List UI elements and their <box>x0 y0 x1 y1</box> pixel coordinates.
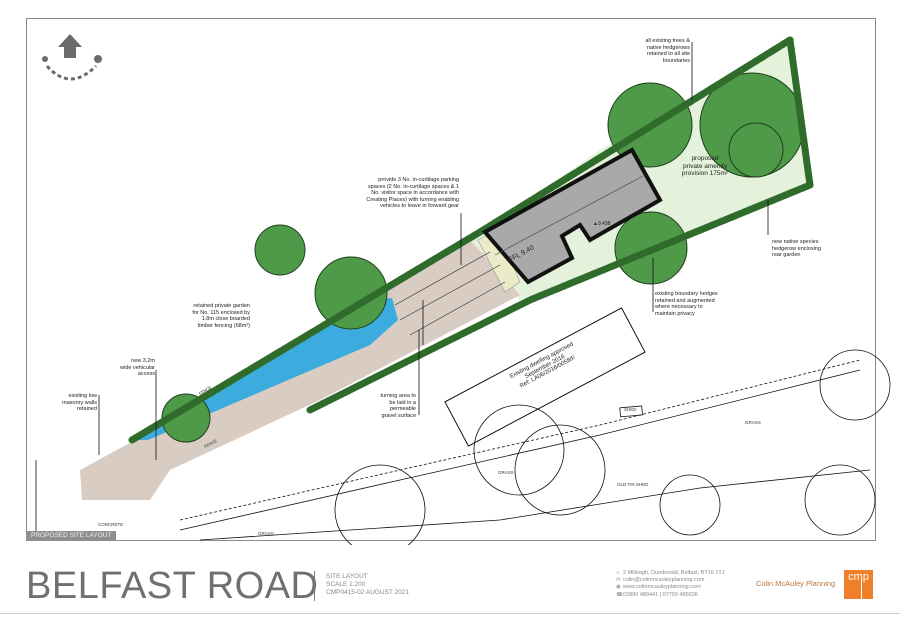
fence-label: FENCE <box>198 385 213 396</box>
sheet-info: SITE LAYOUT SCALE 1:200 CMP0415-02 AUGUS… <box>326 573 409 596</box>
map-label-old-tin-shed: OLD TIN SHED <box>617 482 649 487</box>
hedge-upper <box>128 36 794 444</box>
sheet-tag: PROPOSED SITE LAYOUT <box>26 531 116 541</box>
map-label-shed: SHED <box>624 407 637 412</box>
map-label-grass: GRASS <box>745 420 761 425</box>
drawing-title: BELFAST ROAD <box>26 565 319 607</box>
contact-block: ⌂2 Milleagh, Dundonald, Belfast, BT16 1T… <box>616 570 725 599</box>
tree-icon <box>314 256 388 330</box>
map-label-grass: GRASS <box>498 470 514 475</box>
hedgerows <box>128 36 814 444</box>
annotation-new-hedgerow: new native species hedgerow enclosing re… <box>772 239 821 259</box>
level-mark: ▲9.438 <box>593 221 611 227</box>
proposed-dwelling <box>481 147 663 285</box>
site-plan: FFL 9.40 ▲9.438 FENCE FENCE <box>35 34 891 545</box>
web-icon: ◉ <box>616 584 621 591</box>
firm-name: Colin McAuley Planning <box>756 579 836 588</box>
tree-icon <box>254 224 306 276</box>
hedge-right <box>786 36 814 189</box>
existing-dwelling-outline <box>444 307 646 447</box>
contact-phone: 02890 489441 | 07759 485036 <box>623 591 698 598</box>
contact-web[interactable]: www.colinmcauleyplanning.com <box>623 584 701 591</box>
north-arrow-icon <box>42 34 102 81</box>
location-icon: ⌂ <box>616 570 620 576</box>
map-label-concrete: CONCRETE <box>98 522 124 527</box>
email-icon: ✉ <box>616 577 621 584</box>
phone-icon: ☎ <box>616 591 623 598</box>
contact-address: 2 Milleagh, Dundonald, Belfast, BT16 1TJ <box>623 570 725 576</box>
hedge-lower <box>306 181 814 414</box>
annotation-boundary-hedges: existing boundary hedges retained and au… <box>655 291 718 317</box>
map-label-grass: GRASS <box>258 531 274 536</box>
fence-label: FENCE <box>203 438 218 449</box>
annotation-parking: provide 3 No. in-curtilage parking space… <box>366 177 459 210</box>
firm-logo: cmp <box>844 570 873 599</box>
title-divider <box>314 571 315 601</box>
tree-icon <box>728 122 784 178</box>
annotation-private-garden: retained private garden for No. 115 encl… <box>192 303 250 329</box>
parking-lines <box>394 251 506 336</box>
contact-email[interactable]: colin@colinmcauleyplanning.com <box>623 577 705 584</box>
existing-features <box>35 349 891 545</box>
leader-lines <box>98 42 769 460</box>
annotation-amenity: proposed private amenity provision 175m² <box>681 155 729 177</box>
annotation-vehicular-access: new 3.2m wide vehicular access <box>120 358 155 378</box>
annotation-masonry-walls: existing low masonry walls retained <box>62 393 97 413</box>
annotation-turning-area: turning area to be laid in a permeable g… <box>380 393 416 419</box>
divider <box>0 613 900 614</box>
annotation-trees-retained: all existing trees & native hedgerows re… <box>645 38 690 64</box>
